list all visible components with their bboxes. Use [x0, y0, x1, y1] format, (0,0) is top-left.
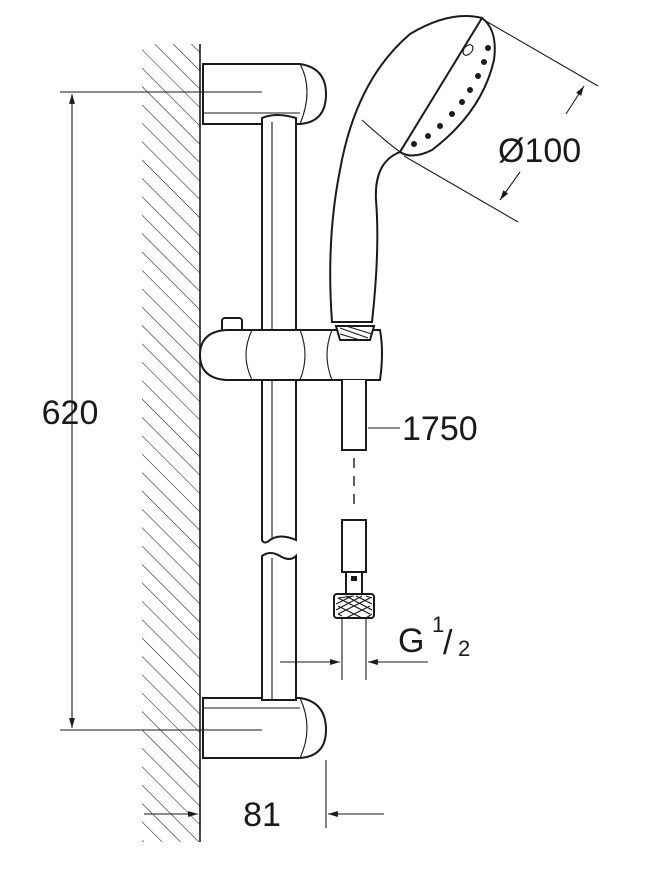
- shower-rail: [261, 114, 297, 701]
- upper-wall-bracket: [202, 63, 328, 125]
- slider-holder: [198, 317, 383, 381]
- height-dimension: 620: [42, 91, 262, 731]
- head-diameter-dimension: Ø100: [403, 19, 599, 223]
- thread-label-g: G: [398, 622, 424, 660]
- nozzle-dots: [411, 45, 491, 147]
- wall: [142, 44, 201, 842]
- thread-label-denominator: 2: [458, 636, 470, 661]
- depth-label: 81: [243, 796, 281, 834]
- lower-wall-bracket: [202, 697, 328, 759]
- thread-dimension: G 1 / 2: [280, 612, 470, 665]
- thread-label-slash: /: [443, 624, 453, 662]
- hose-length-callout: 1750: [368, 410, 478, 448]
- height-label: 620: [42, 394, 99, 432]
- head-diameter-label: Ø100: [498, 132, 581, 170]
- thread-label-numerator: 1: [432, 612, 444, 637]
- wall-hatching: [142, 44, 200, 842]
- hand-shower: [329, 15, 496, 323]
- shower-hose: [333, 380, 375, 680]
- depth-dimension: 81: [144, 760, 384, 834]
- hose-length-label: 1750: [402, 410, 478, 448]
